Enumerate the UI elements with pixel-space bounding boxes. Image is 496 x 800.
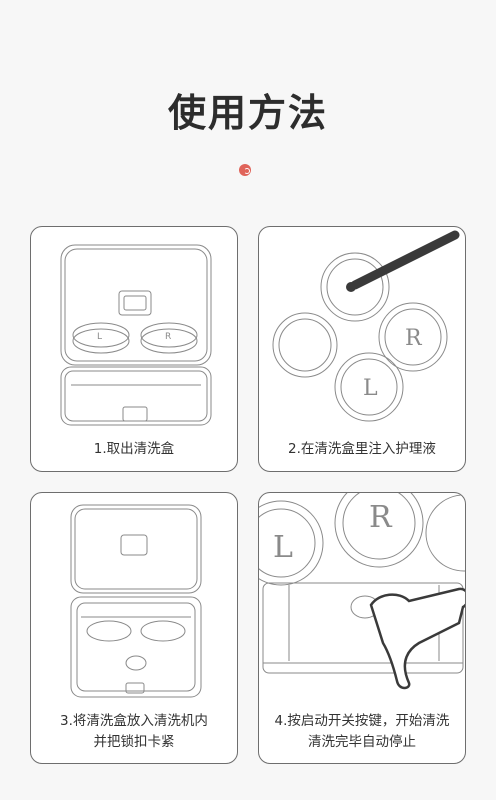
dropper-icon (350, 230, 460, 290)
step-card-2: R L 2.在清洗盒里注入护理液 (258, 226, 466, 472)
left-cap-letter: L (97, 332, 102, 342)
solution-drop-icon (346, 282, 356, 292)
left-cap-letter: L (273, 530, 293, 565)
hand-pointer-icon (369, 587, 465, 690)
lens-case-fill-solution-illustration: R L (272, 230, 460, 422)
title-accent-dot (239, 164, 251, 176)
step-card-4: L R 4.按启动开关按键，开始清洗 清洗完毕自动停止 (258, 492, 466, 764)
box-in-machine-illustration (70, 504, 202, 698)
press-start-button-illustration: L R (259, 493, 465, 690)
right-cap-letter: R (369, 500, 393, 535)
left-cap-letter: L (363, 376, 378, 401)
right-cap-letter: R (165, 332, 171, 342)
page-title: 使用方法 (167, 91, 328, 135)
step-2-caption-line-1: 2.在清洗盒里注入护理液 (288, 441, 436, 457)
step-4-caption-line-1: 4.按启动开关按键，开始清洗 (274, 713, 450, 729)
cleaning-box-closed-illustration: L R (60, 244, 212, 426)
step-card-3: 3.将清洗盒放入清洗机内 并把锁扣卡紧 (30, 492, 238, 764)
step-3-caption-line-1: 3.将清洗盒放入清洗机内 (60, 713, 208, 729)
step-card-1: L R 1.取出清洗盒 (30, 226, 238, 472)
right-cap-letter: R (405, 326, 423, 351)
step-3-caption-line-2: 并把锁扣卡紧 (93, 734, 175, 750)
step-4-caption-line-2: 清洗完毕自动停止 (308, 734, 416, 750)
step-1-caption-line-1: 1.取出清洗盒 (93, 441, 175, 457)
